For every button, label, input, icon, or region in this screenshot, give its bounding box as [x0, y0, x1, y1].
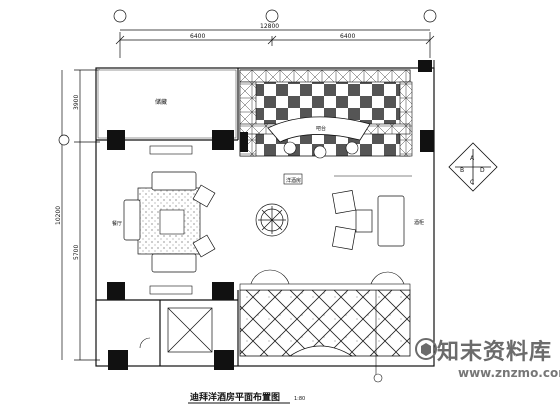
dimension-left [61, 69, 100, 361]
dim-left-upper: 3900 [73, 95, 80, 110]
drawing-title: 迪拜洋酒房平面布置图 [190, 391, 280, 403]
section-marker [373, 373, 383, 383]
drawing-scale: 1:80 [294, 396, 305, 402]
grid-bubbles-top [113, 9, 437, 23]
compass-symbol [448, 142, 498, 192]
entrance-step [288, 345, 354, 357]
door-sill [239, 283, 411, 291]
compass-d: D [480, 167, 485, 174]
coffee-table [159, 209, 185, 235]
compass-b: B [460, 167, 464, 174]
round-table [255, 203, 289, 237]
storage-label: 储藏 [155, 98, 167, 106]
left-tag: 餐厅 [112, 220, 122, 227]
watermark-logo-icon [415, 338, 437, 360]
structural-columns [107, 60, 434, 370]
dimension-top [115, 29, 435, 58]
watermark: 知末资料库 www.znzmo.com [413, 330, 560, 390]
room-label: 洋酒房 [286, 177, 301, 184]
bar-floor-checker [239, 69, 411, 157]
watermark-url: www.znzmo.com [458, 366, 560, 380]
wine-shelf-right [399, 81, 413, 157]
grid-bubble-left [58, 134, 70, 146]
cabinet-bottom [149, 285, 193, 295]
dim-right-text: 6400 [340, 33, 355, 40]
dim-total-text: 12800 [260, 23, 279, 30]
wine-shelf-top [239, 69, 411, 83]
entrance-floor [239, 289, 411, 357]
bar-counter [267, 116, 371, 143]
storage-room [97, 69, 237, 139]
lounge-chairs-right [332, 190, 405, 250]
doors [139, 269, 406, 349]
bar-stools [283, 141, 359, 159]
compass-c: C [470, 179, 474, 186]
right-tag: 酒柜 [414, 219, 424, 226]
compass-a: A [470, 155, 475, 162]
watermark-text: 知末资料库 [437, 340, 553, 365]
dim-left-lower: 5700 [73, 245, 80, 260]
cabinet-top [149, 145, 193, 155]
sofa-group-left [123, 171, 216, 273]
bar-label: 吧台 [316, 125, 326, 132]
dim-left-total: 10200 [55, 206, 62, 225]
lift-shaft [167, 307, 213, 353]
room-tag-box [283, 173, 303, 185]
dim-left-text: 6400 [190, 33, 205, 40]
